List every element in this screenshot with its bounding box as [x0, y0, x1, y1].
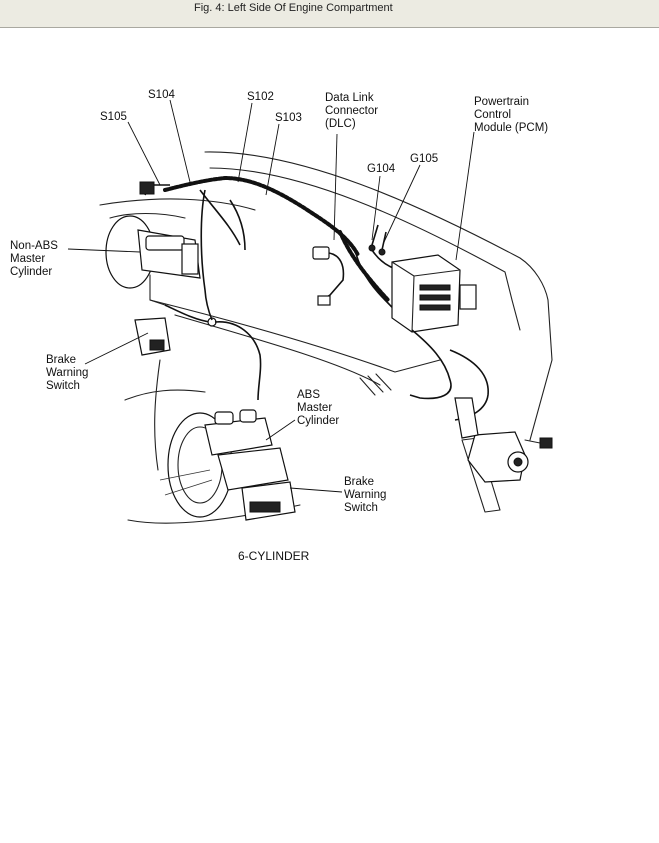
non-abs-master-cylinder [105, 215, 217, 356]
label-bws1-line3: Switch [46, 380, 80, 392]
label-s104: S104 [148, 89, 175, 101]
label-dlc-line2: Connector [325, 105, 378, 117]
label-s103: S103 [275, 112, 302, 124]
label-engine-variant: 6-CYLINDER [238, 549, 310, 563]
label-nonabs-line2: Master [10, 253, 45, 265]
label-bws2-line2: Warning [344, 489, 386, 501]
body-outline [99, 151, 553, 524]
label-g104: G104 [367, 163, 396, 175]
leader-lines [67, 99, 475, 493]
label-bws1-line1: Brake [46, 354, 76, 366]
label-s102: S102 [247, 91, 274, 103]
label-abs-line1: ABS [297, 389, 320, 401]
label-g105: G105 [410, 153, 438, 165]
label-bws2-line3: Switch [344, 502, 378, 514]
label-s105: S105 [100, 111, 127, 123]
data-link-connector [312, 246, 345, 306]
figure-caption-bar: Fig. 4: Left Side Of Engine Compartment [0, 0, 659, 28]
pcm-module [391, 254, 489, 421]
right-side-bracket [454, 397, 553, 483]
label-abs-line3: Cylinder [297, 415, 339, 427]
figure-caption: Fig. 4: Left Side Of Engine Compartment [194, 2, 393, 14]
diagram-labels: S104 S105 S102 S103 Data Link Connector … [10, 89, 548, 563]
label-dlc-line3: (DLC) [325, 118, 356, 130]
abs-master-cylinder [159, 321, 296, 521]
label-nonabs-line1: Non-ABS [10, 240, 58, 252]
label-bws1-line2: Warning [46, 367, 88, 379]
label-pcm-line1: Powertrain [474, 96, 529, 108]
label-pcm-line3: Module (PCM) [474, 122, 548, 134]
label-abs-line2: Master [297, 402, 332, 414]
label-bws2-line1: Brake [344, 476, 374, 488]
label-pcm-line2: Control [474, 109, 511, 121]
label-dlc-line1: Data Link [325, 92, 374, 104]
label-nonabs-line3: Cylinder [10, 266, 52, 278]
